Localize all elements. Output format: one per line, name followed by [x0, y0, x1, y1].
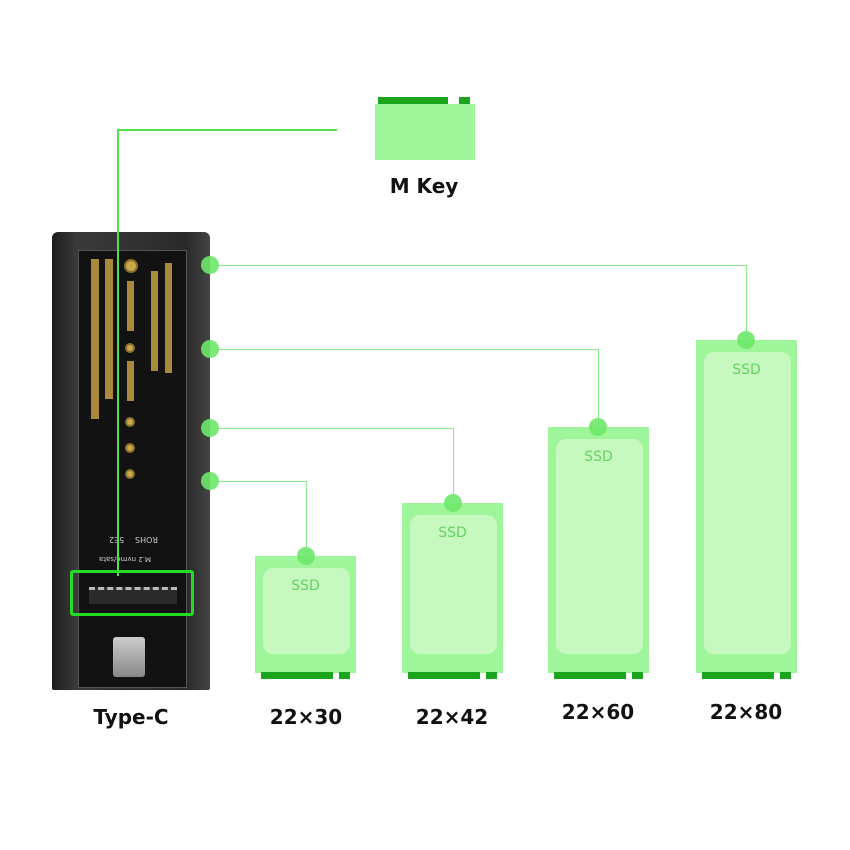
pcb-text-rohs: ROHS — [135, 535, 158, 544]
m2-connector — [89, 587, 177, 604]
m-key-leader-h — [118, 129, 337, 131]
pcb-text-model: M.2 nvme/sata — [99, 555, 151, 563]
ssd-text: SSD — [584, 449, 613, 465]
m-key-label: M Key — [389, 174, 459, 198]
type-c-port — [113, 637, 145, 677]
m-key-contacts — [378, 97, 448, 104]
ssd-22x60: SSD — [548, 427, 649, 679]
m-key-notch-contact — [459, 97, 470, 104]
size-label-22x60: 22×60 — [561, 700, 635, 724]
m-key-leader-v — [117, 129, 119, 576]
size-label-22x30: 22×30 — [269, 705, 343, 729]
ssd-text: SSD — [291, 578, 320, 594]
ssd-22x42: SSD — [402, 503, 503, 679]
connector-highlight-box — [70, 570, 194, 616]
ssd-mount-dot — [297, 547, 315, 565]
ssd-mount-dot — [737, 331, 755, 349]
ssd-22x30: SSD — [255, 556, 356, 679]
size-label-22x80: 22×80 — [709, 700, 783, 724]
ssd-text: SSD — [438, 525, 467, 541]
mount-point-42 — [201, 419, 219, 437]
mount-point-60 — [201, 340, 219, 358]
ssd-22x80: SSD — [696, 340, 797, 679]
enclosure: ROHS 5E2 M.2 nvme/sata — [52, 232, 210, 690]
ssd-text: SSD — [732, 362, 761, 378]
m-key-card — [375, 104, 475, 160]
size-label-22x42: 22×42 — [415, 705, 489, 729]
ssd-mount-dot — [444, 494, 462, 512]
ssd-mount-dot — [589, 418, 607, 436]
mount-point-30 — [201, 472, 219, 490]
pcb-board: ROHS 5E2 M.2 nvme/sata — [78, 250, 187, 688]
mount-point-80 — [201, 256, 219, 274]
type-c-label: Type-C — [93, 705, 169, 729]
